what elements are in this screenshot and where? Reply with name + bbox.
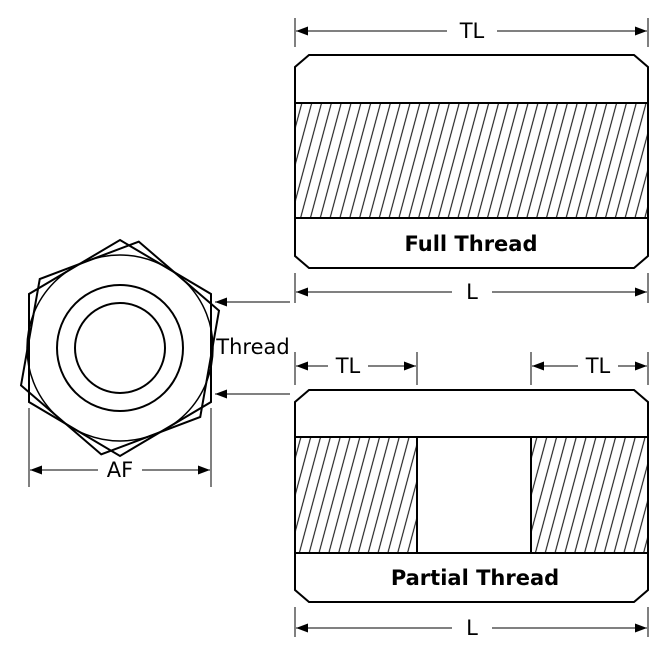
l-label: L bbox=[466, 280, 478, 304]
full-thread-side-view: TL Full Thread L bbox=[294, 18, 649, 304]
thread-outer-circle bbox=[56, 284, 184, 412]
l-label: L bbox=[466, 616, 478, 640]
thread-inner-circle bbox=[74, 302, 166, 394]
hex-end-view: Thread AF bbox=[19, 238, 290, 487]
chamfer-circle bbox=[26, 254, 214, 442]
thread-hatch-area-right bbox=[531, 438, 647, 552]
hexagon-outline bbox=[28, 238, 212, 458]
spacer-body-outline bbox=[294, 54, 649, 269]
spacer-body-outline bbox=[294, 389, 649, 603]
partial-thread-side-view: TL TL Partial Thread L bbox=[294, 352, 649, 640]
tl-left-label: TL bbox=[335, 354, 361, 378]
partial-thread-caption: Partial Thread bbox=[391, 566, 559, 590]
tl-right-label: TL bbox=[585, 354, 611, 378]
thread-hatch-area bbox=[296, 104, 647, 217]
thread-hatch-area-left bbox=[296, 438, 417, 552]
full-thread-caption: Full Thread bbox=[404, 232, 537, 256]
af-label: AF bbox=[107, 458, 133, 482]
hexagon-outline-rotated bbox=[19, 240, 221, 456]
tl-label: TL bbox=[459, 19, 485, 43]
thread-label: Thread bbox=[215, 335, 289, 359]
